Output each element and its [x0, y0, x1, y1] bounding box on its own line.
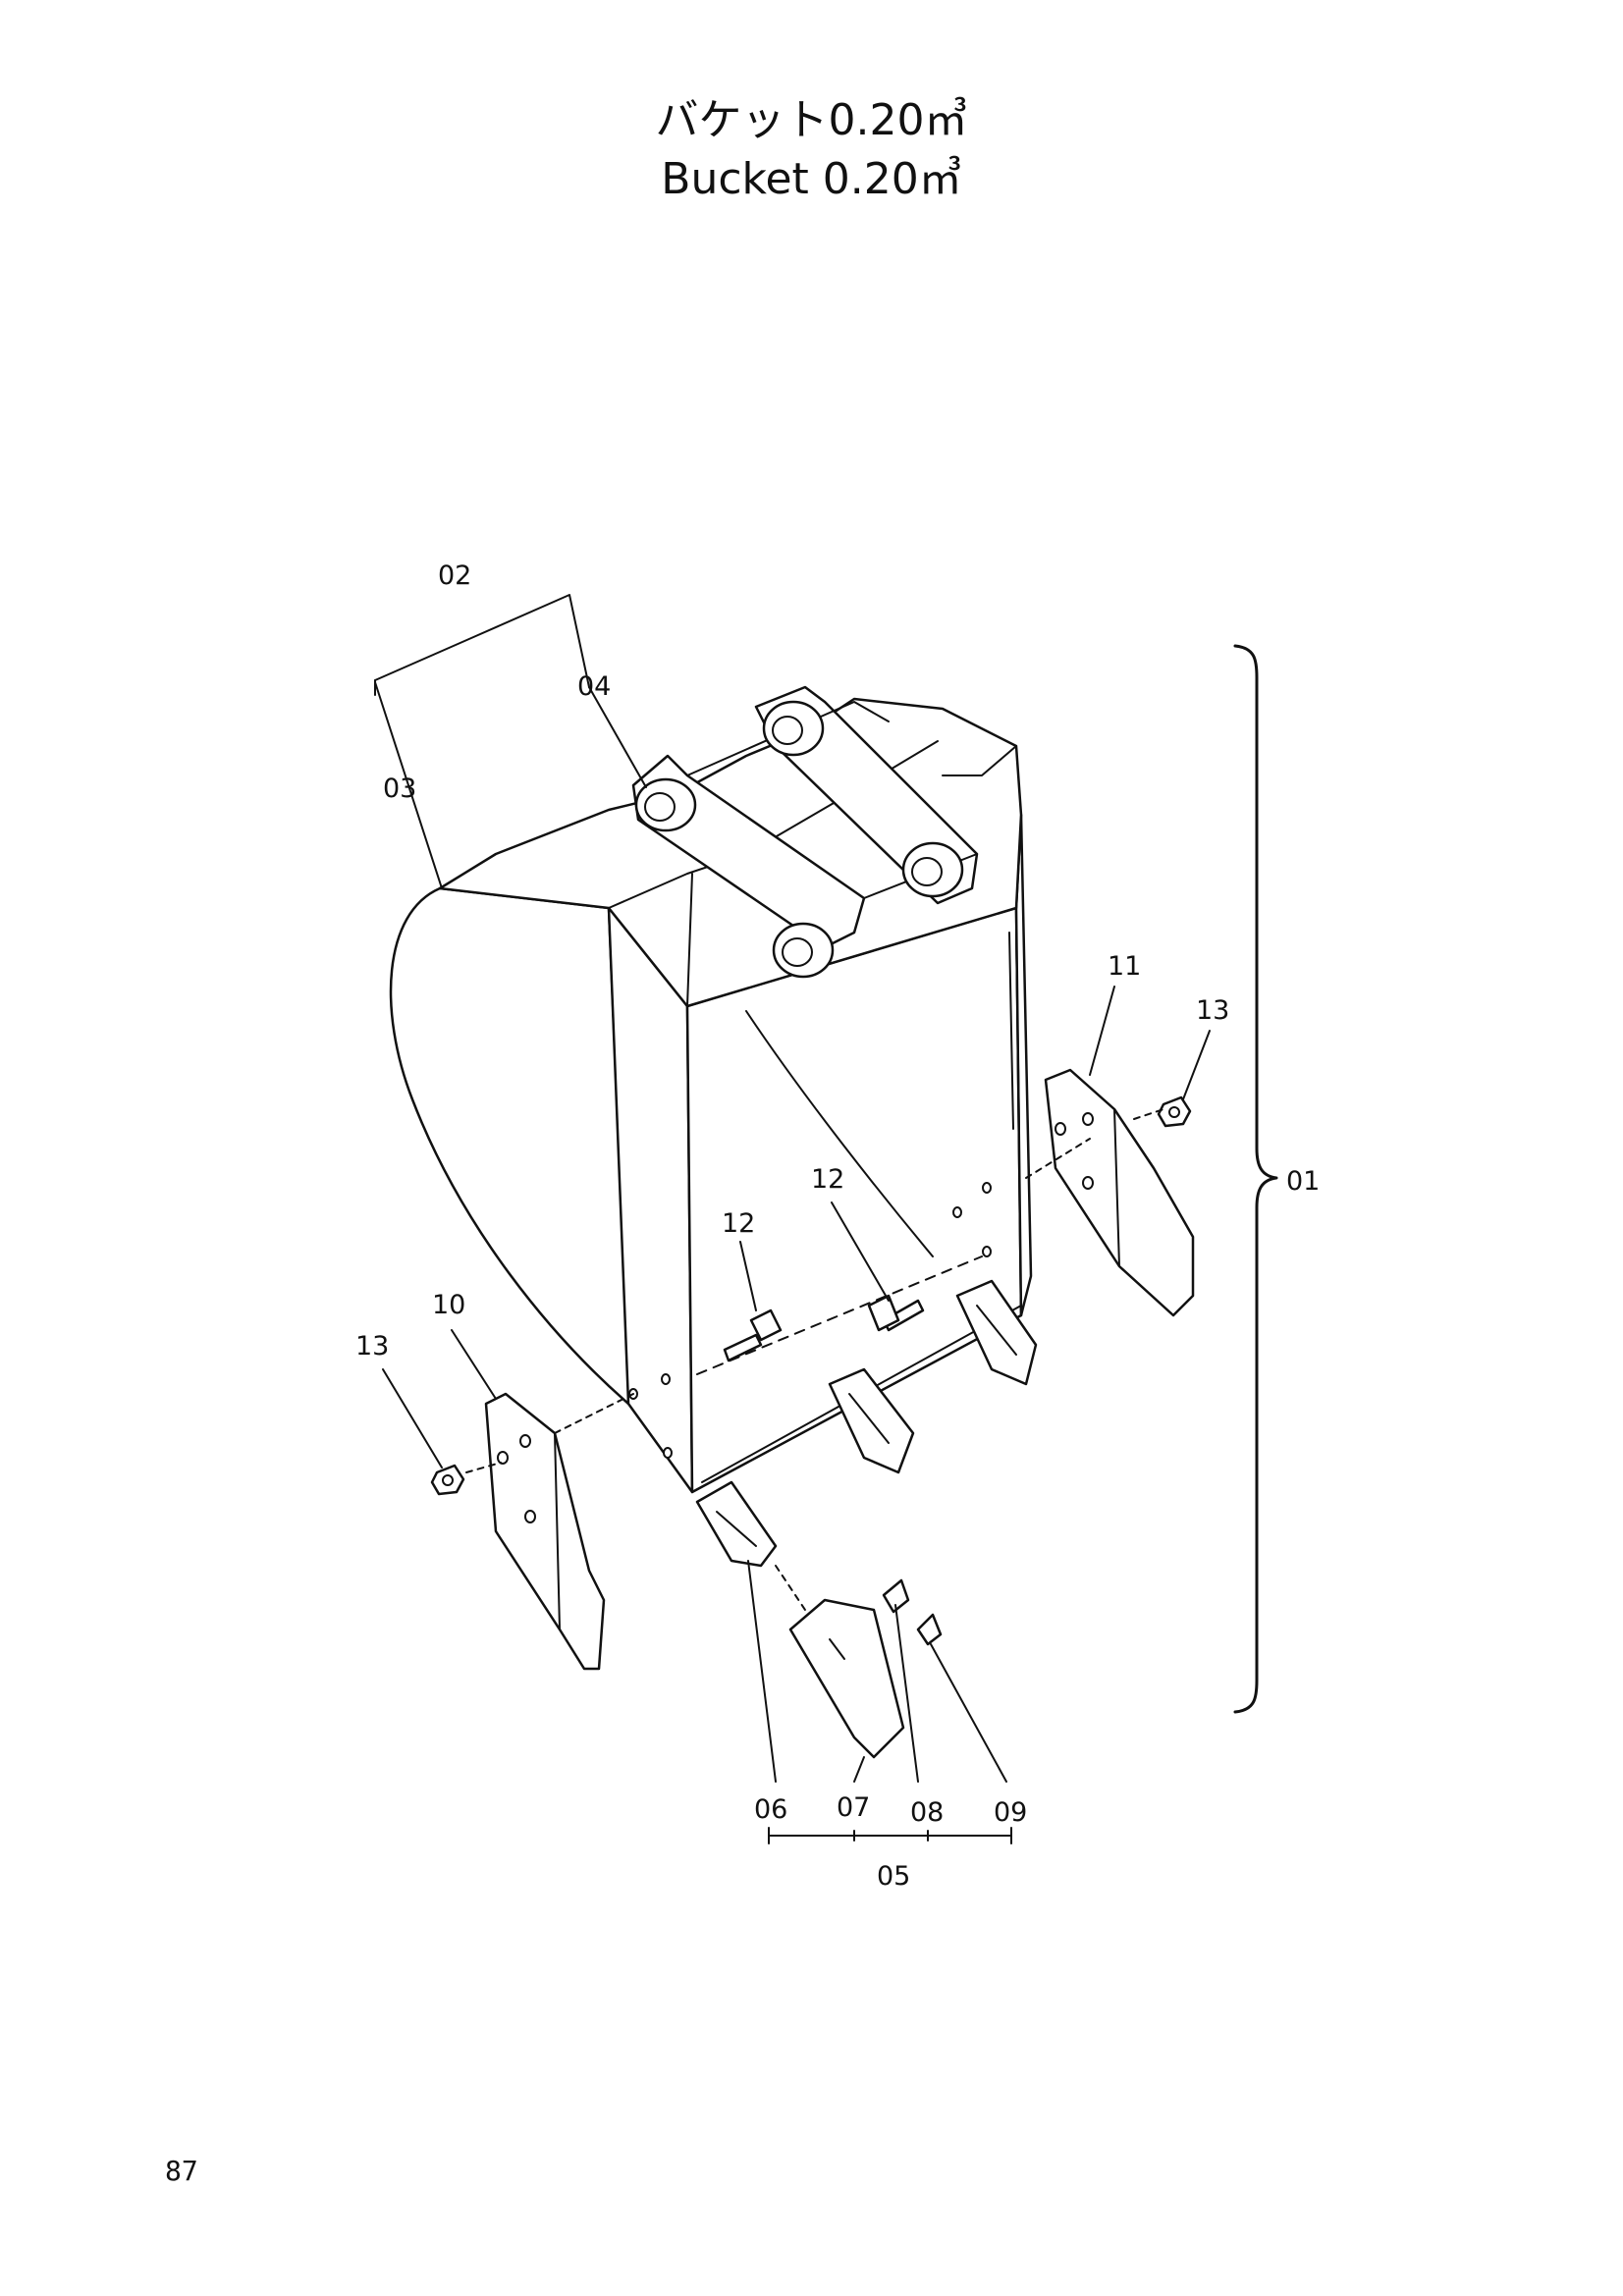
tooth-pin [882, 1578, 910, 1614]
nuts [430, 1095, 1192, 1496]
tooth-point [788, 1598, 905, 1759]
callout-02: 02 [438, 561, 471, 591]
side-cutter-right [1044, 1068, 1195, 1317]
callout-07: 07 [837, 1792, 870, 1823]
leader-lines [374, 594, 1211, 1844]
callout-10: 10 [432, 1290, 465, 1320]
tooth-adapters [695, 1279, 1038, 1568]
bolt-holes [628, 1182, 992, 1459]
title-english: Bucket 0.20㎥ [661, 154, 962, 204]
callout-06: 06 [754, 1794, 787, 1825]
callout-08: 08 [910, 1797, 944, 1828]
assembly-brace [1233, 644, 1278, 1714]
callout-09: 09 [994, 1797, 1027, 1828]
page-number: 87 [165, 2155, 198, 2187]
callout-11: 11 [1108, 951, 1141, 982]
callout-04: 04 [577, 671, 611, 702]
bolts [723, 1294, 925, 1362]
callout-12-right: 12 [811, 1164, 844, 1195]
side-cutter-left [484, 1392, 606, 1671]
title-japanese: バケット0.20㎥ [655, 95, 968, 145]
tooth-lock [916, 1613, 943, 1646]
callout-05: 05 [877, 1861, 910, 1892]
callout-03: 03 [383, 774, 416, 804]
callout-13-right: 13 [1196, 995, 1229, 1026]
boss-pins [634, 700, 964, 979]
callout-13-left: 13 [355, 1331, 389, 1362]
callout-12-left: 12 [722, 1208, 755, 1239]
callout-01: 01 [1286, 1166, 1320, 1197]
